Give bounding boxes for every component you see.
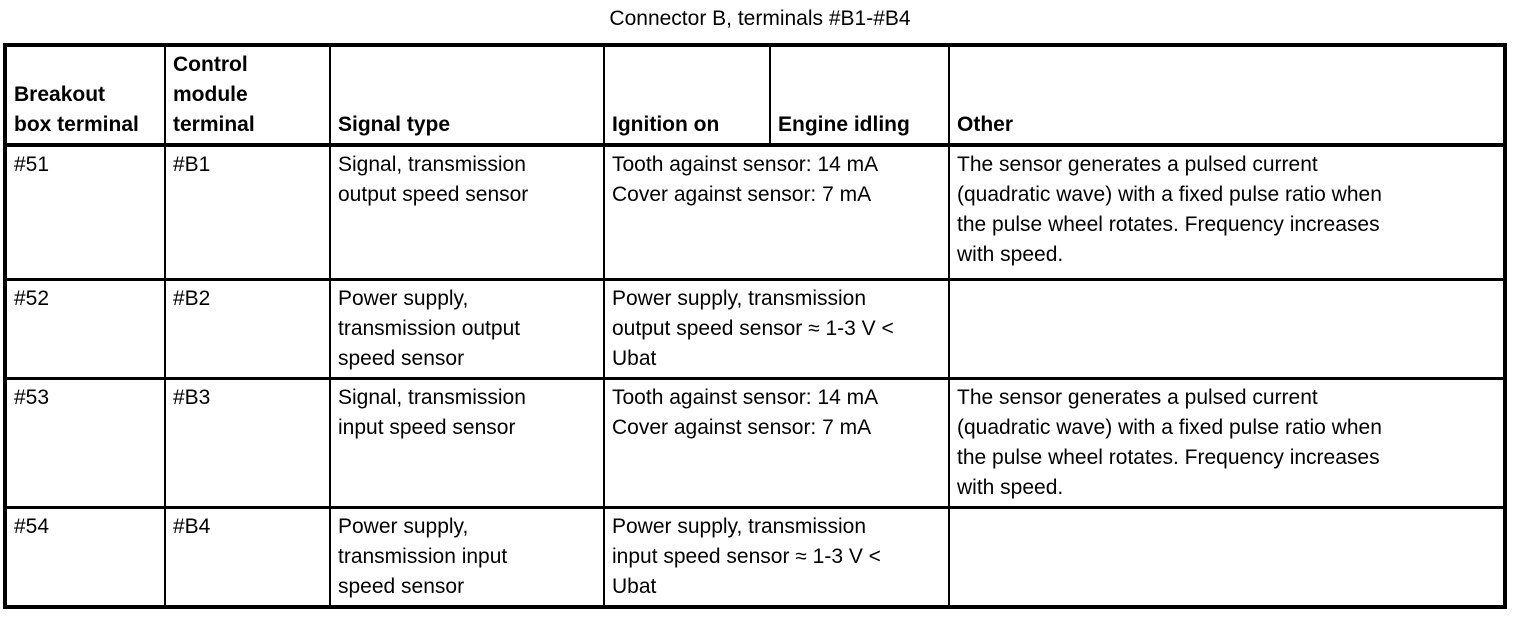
cell-other xyxy=(948,505,1506,608)
cell-signal-type: Power supply, transmission input speed s… xyxy=(329,505,605,608)
table-row: #52 #B2 Power supply, transmission outpu… xyxy=(4,277,1506,379)
cell-signal-type: Signal, transmission output speed sensor xyxy=(329,143,605,280)
col-header-ignition-on: Ignition on xyxy=(603,44,771,147)
cell-signal-type: Signal, transmission input speed sensor xyxy=(329,376,605,508)
col-header-control-module-terminal: Control module terminal xyxy=(164,44,331,147)
cell-ignition-on-engine-idling: Power supply, transmission output speed … xyxy=(603,277,950,379)
cell-breakout-box-terminal: #51 xyxy=(4,143,166,280)
table-row: #53 #B3 Signal, transmission input speed… xyxy=(4,376,1506,508)
col-header-other: Other xyxy=(948,44,1506,147)
cell-ignition-on-engine-idling: Tooth against sensor: 14 mA Cover agains… xyxy=(603,143,950,280)
col-header-breakout-box-terminal: Breakout box terminal xyxy=(4,44,166,147)
cell-control-module-terminal: #B2 xyxy=(164,277,331,379)
page-title: Connector B, terminals #B1-#B4 xyxy=(609,7,911,30)
col-header-signal-type: Signal type xyxy=(329,44,605,147)
cell-ignition-on-engine-idling: Tooth against sensor: 14 mA Cover agains… xyxy=(603,376,950,508)
table-row: #51 #B1 Signal, transmission output spee… xyxy=(4,143,1506,280)
cell-control-module-terminal: #B4 xyxy=(164,505,331,608)
cell-ignition-on-engine-idling: Power supply, transmission input speed s… xyxy=(603,505,950,608)
cell-breakout-box-terminal: #53 xyxy=(4,376,166,508)
cell-other: The sensor generates a pulsed current (q… xyxy=(948,143,1506,280)
cell-other xyxy=(948,277,1506,379)
col-header-engine-idling: Engine idling xyxy=(769,44,950,147)
cell-signal-type: Power supply, transmission output speed … xyxy=(329,277,605,379)
cell-other: The sensor generates a pulsed current (q… xyxy=(948,376,1506,508)
table-header-row: Breakout box terminal Control module ter… xyxy=(4,44,1506,147)
table-row: #54 #B4 Power supply, transmission input… xyxy=(4,505,1506,608)
cell-control-module-terminal: #B3 xyxy=(164,376,331,508)
cell-breakout-box-terminal: #54 xyxy=(4,505,166,608)
connector-terminals-table: Breakout box terminal Control module ter… xyxy=(3,43,1507,609)
cell-breakout-box-terminal: #52 xyxy=(4,277,166,379)
cell-control-module-terminal: #B1 xyxy=(164,143,331,280)
